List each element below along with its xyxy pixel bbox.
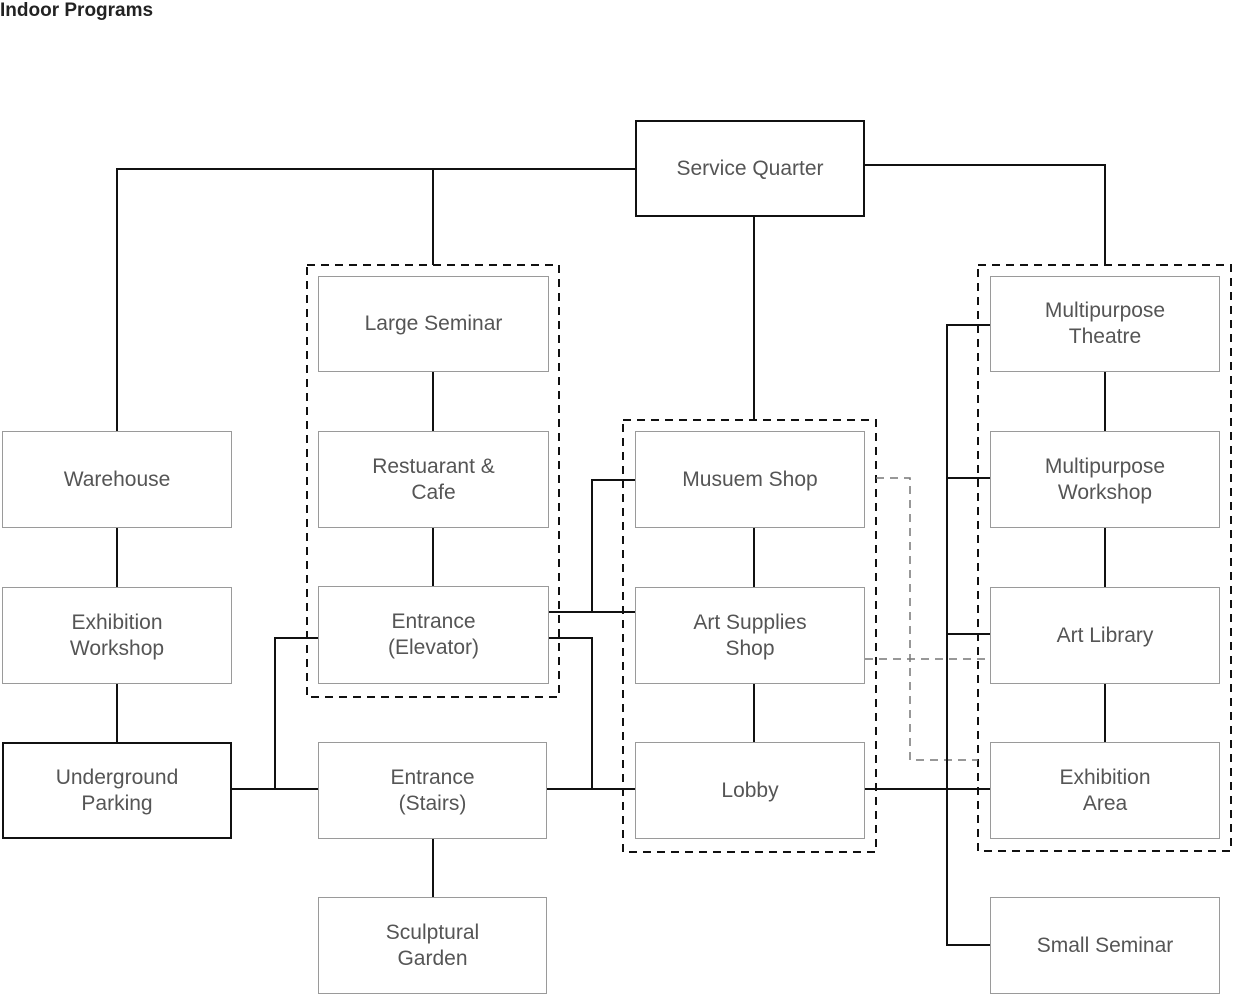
node-warehouse: Warehouse [2,431,232,528]
dashed-links [865,477,990,761]
node-museum-shop: Musuem Shop [635,431,865,528]
node-exhibition-area: Exhibition Area [990,742,1220,839]
node-exhibition-workshop: Exhibition Workshop [2,587,232,684]
node-entrance-stairs: Entrance (Stairs) [318,742,547,839]
group-retail-lobby [622,419,877,853]
dashed-link-shop-exhibition [876,477,978,761]
node-large-seminar: Large Seminar [318,276,549,372]
node-entrance-elevator: Entrance (Elevator) [318,586,549,684]
node-sculptural-garden: Sculptural Garden [318,897,547,994]
solid-links [116,164,1106,946]
link-service-warehouse [116,168,635,431]
link-elevator-lobby [548,637,593,789]
node-multipurpose-theatre: Multipurpose Theatre [990,276,1220,372]
node-multipurpose-workshop: Multipurpose Workshop [990,431,1220,528]
link-elevator-shop [591,479,635,612]
node-art-library: Art Library [990,587,1220,684]
diagram-title: Indoor Programs [0,0,154,21]
link-parking-elevator [274,637,318,789]
node-service-quarter: Service Quarter [635,120,865,217]
node-lobby: Lobby [635,742,865,839]
node-restaurant-cafe: Restuarant & Cafe [318,431,549,528]
node-art-supplies-shop: Art Supplies Shop [635,587,865,684]
link-service-theatre [865,164,1106,265]
node-underground-parking: Underground Parking [2,742,232,839]
node-small-seminar: Small Seminar [990,897,1220,994]
